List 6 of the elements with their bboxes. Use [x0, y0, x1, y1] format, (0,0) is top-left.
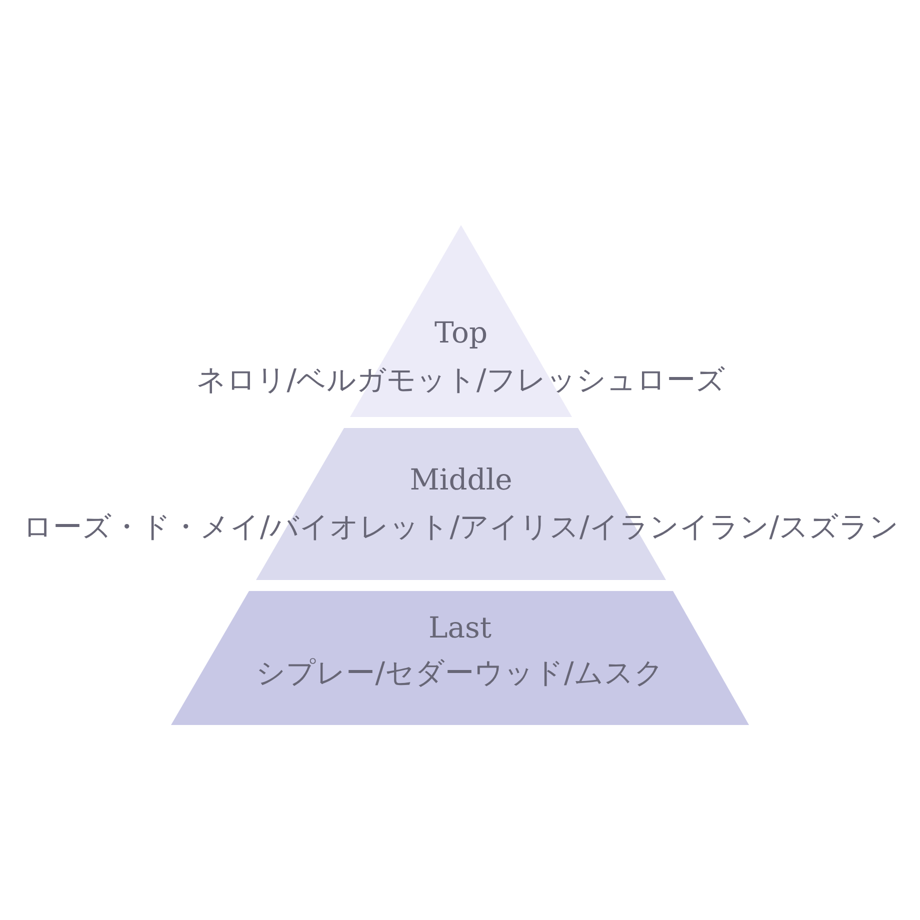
tier-notes: ローズ・ド・メイ/バイオレット/アイリス/イランイラン/スズラン — [22, 510, 900, 544]
tier-notes: シプレー/セダーウッド/ムスク — [256, 656, 664, 690]
tier-notes: ネロリ/ベルガモット/フレッシュローズ — [196, 363, 726, 397]
tier-heading: Top — [434, 316, 488, 350]
tier-heading: Last — [428, 611, 492, 645]
tier-heading: Middle — [410, 463, 512, 497]
